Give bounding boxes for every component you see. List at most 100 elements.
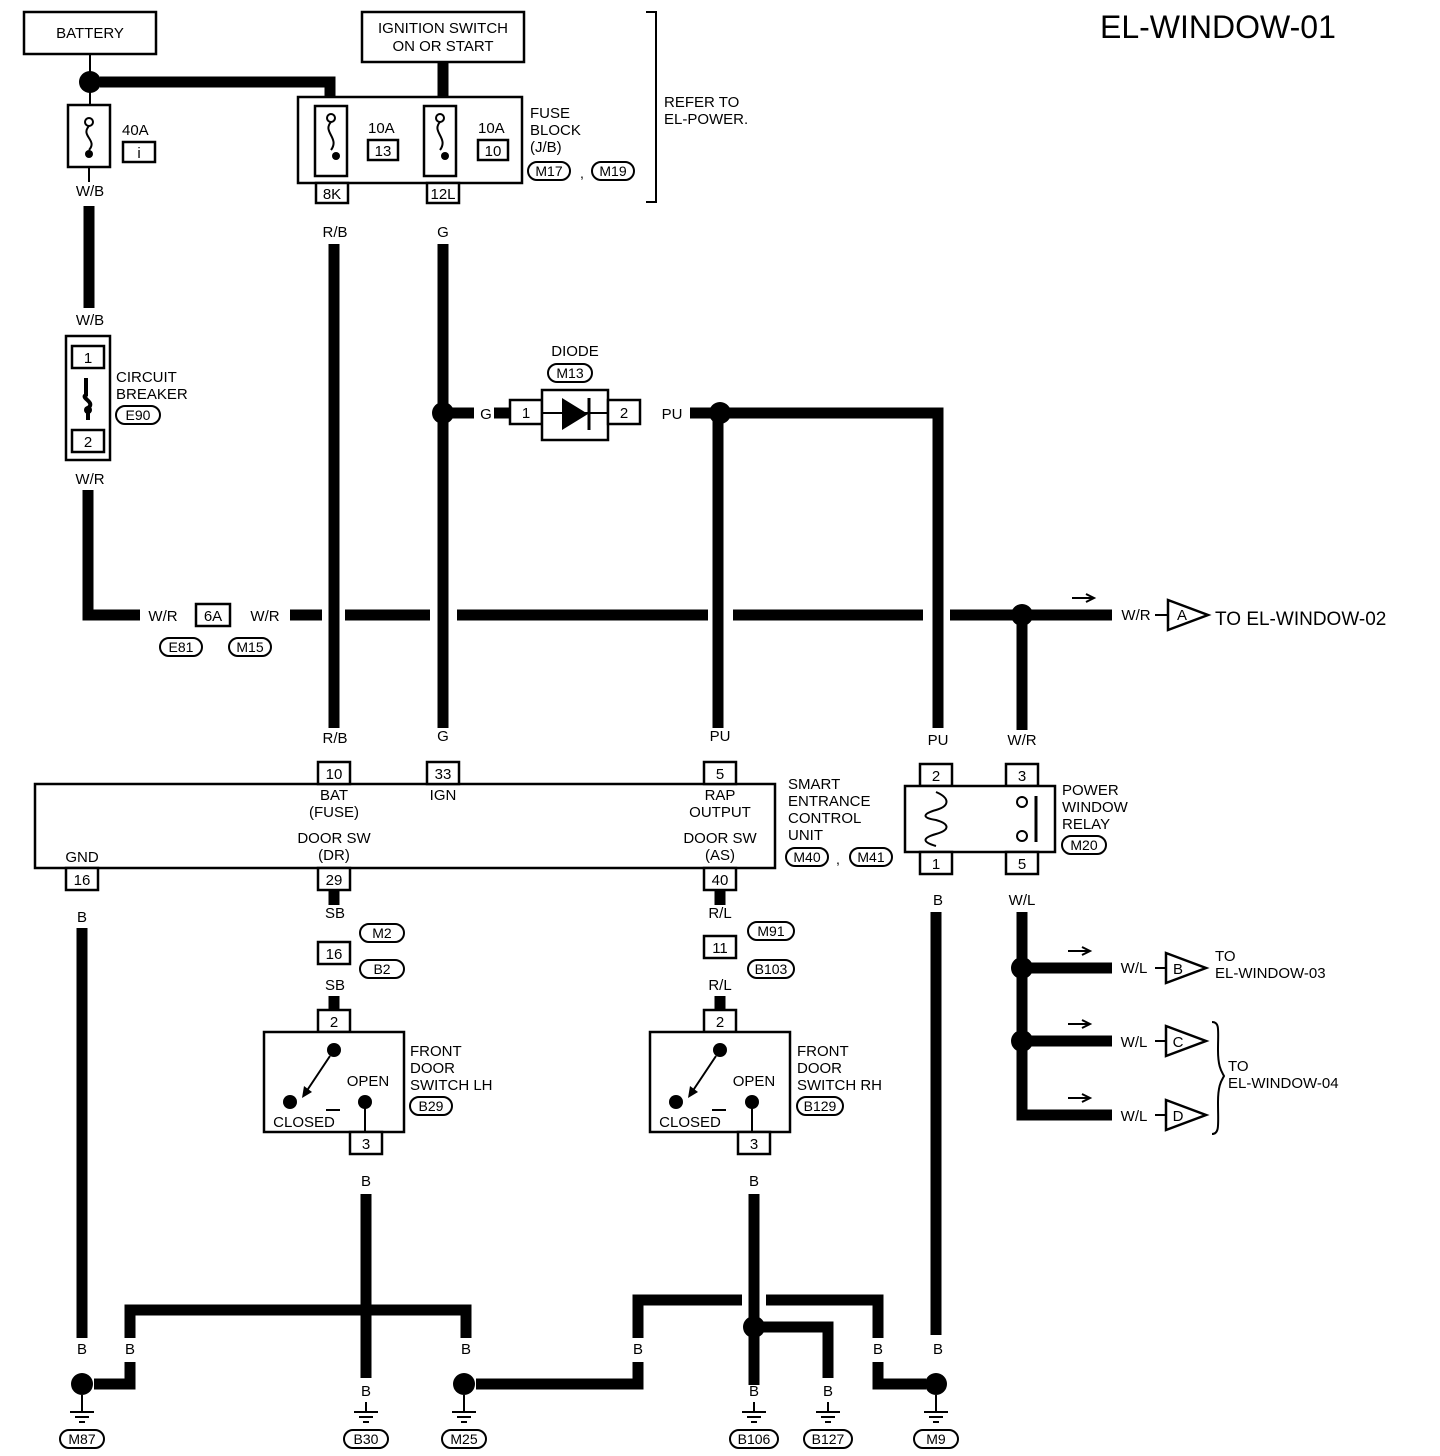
secu-pin-ign: 33 xyxy=(435,766,452,783)
wire-pu-to-relay xyxy=(690,407,944,728)
secu-rap-1: RAP xyxy=(705,787,736,804)
battery-splice xyxy=(79,71,101,93)
connector-d-letter: D xyxy=(1173,1108,1184,1125)
diode-pin1-box xyxy=(508,398,544,426)
ground-icon-m9 xyxy=(924,1395,948,1423)
fuse-13-element xyxy=(327,121,335,151)
wire-label-rl-bottom: R/L xyxy=(708,977,731,994)
secu-pin-gnd-box xyxy=(64,866,100,892)
wire-label-rl-top: R/L xyxy=(708,905,731,922)
fuse-13-id-box xyxy=(366,138,400,162)
wire-label-b-m87: B xyxy=(77,1341,87,1358)
wire-label-wr-relay: W/R xyxy=(1007,732,1036,749)
wire-ground-mid-link xyxy=(632,1294,742,1338)
ignition-box xyxy=(360,10,526,64)
switch-rh-pin2: 2 xyxy=(716,1014,724,1031)
to-window-03-2: EL-WINDOW-03 xyxy=(1215,965,1326,982)
wire-label-b-m87-2: B xyxy=(125,1341,135,1358)
ground-icon-m25 xyxy=(452,1395,476,1423)
wire-label-wl-c: W/L xyxy=(1121,1034,1148,1051)
wire-label-b-relay: B xyxy=(933,892,943,909)
switch-rh-label-2: DOOR xyxy=(797,1060,842,1077)
fuse-10-id-box xyxy=(476,138,510,162)
secu-conn2-oval xyxy=(849,847,893,867)
connector-c-tri xyxy=(1164,1024,1210,1058)
wire-battery-to-fuseblock xyxy=(100,76,336,100)
relay-label-2: WINDOW xyxy=(1062,799,1129,816)
switch-rh-contact-closed xyxy=(669,1095,683,1109)
wire-label-b-m9: B xyxy=(933,1341,943,1358)
secu-gnd: GND xyxy=(65,849,99,866)
switch-lh-pin3: 3 xyxy=(362,1136,370,1153)
relay-contact-bottom xyxy=(1016,830,1028,842)
ground-m25-oval xyxy=(441,1429,487,1449)
connector-b-tri xyxy=(1164,951,1210,985)
secu-pin-ign-box xyxy=(425,760,461,786)
secu-label-4: UNIT xyxy=(788,827,823,844)
wire-label-b-rh: B xyxy=(749,1173,759,1190)
switch-rh-body xyxy=(648,1030,792,1134)
secu-conn2: M41 xyxy=(857,849,884,865)
switch-rh-contact-top xyxy=(713,1043,727,1057)
wire-label-b-right: B xyxy=(873,1341,883,1358)
relay-pin-3: 3 xyxy=(1018,768,1026,785)
ground-b127: B127 xyxy=(812,1431,845,1447)
arrow-d xyxy=(1068,1093,1093,1103)
switch-lh-conn: B29 xyxy=(419,1098,444,1114)
secu-bat-2: (FUSE) xyxy=(309,804,359,821)
switch-rh-pin3: 3 xyxy=(750,1136,758,1153)
conn-rh-c1: M91 xyxy=(757,923,784,939)
connector-c-letter: C xyxy=(1173,1034,1184,1051)
secu-bat-1: BAT xyxy=(320,787,348,804)
wire-ground-m9-link xyxy=(872,1362,926,1390)
cb-pin2: 2 xyxy=(84,434,92,451)
fuse-block-sep: , xyxy=(580,165,584,181)
secu-body xyxy=(33,782,777,870)
relay-conn-oval xyxy=(1061,835,1107,855)
connector-d-tri xyxy=(1164,1098,1210,1132)
battery-label: BATTERY xyxy=(56,25,124,42)
wire-label-sb-bottom: SB xyxy=(325,977,345,994)
wire-label-wb-top: W/B xyxy=(76,183,104,200)
secu-conn1-oval xyxy=(785,847,829,867)
arrow-a xyxy=(1072,593,1097,603)
fuse-block-conn1: M17 xyxy=(535,163,562,179)
fuse-13-id: 13 xyxy=(375,143,392,160)
relay-pin5-box xyxy=(1004,850,1040,876)
fuse-13-body xyxy=(313,104,349,178)
refer-line-2: EL-POWER. xyxy=(664,111,748,128)
conn-lh-c1: M2 xyxy=(372,925,392,941)
switch-rh-closed: CLOSED xyxy=(659,1114,721,1131)
wire-ground-bus-left xyxy=(124,1304,472,1338)
refer-bracket xyxy=(646,11,657,203)
ground-m87: M87 xyxy=(68,1431,95,1447)
switch-rh-label-1: FRONT xyxy=(797,1043,849,1060)
refer-line-1: REFER TO xyxy=(664,94,739,111)
ground-icon-b127 xyxy=(816,1402,840,1423)
cb-label-1: CIRCUIT xyxy=(116,369,177,386)
diagram-title: EL-WINDOW-01 xyxy=(1100,9,1336,45)
fuse-10-id: 10 xyxy=(485,143,502,160)
joint-conn-right-oval xyxy=(228,637,272,657)
switch-rh-conn-oval xyxy=(796,1096,844,1116)
ground-icon-b106 xyxy=(742,1402,766,1423)
relay-pin-5: 5 xyxy=(1018,856,1026,873)
wire-label-pu-relay: PU xyxy=(928,732,949,749)
secu-label-3: CONTROL xyxy=(788,810,861,827)
conn-rh-c1-oval xyxy=(747,921,795,941)
conn-rh-c2-oval xyxy=(747,959,795,979)
diode-pin1: 1 xyxy=(522,405,530,422)
wire-label-b-lh: B xyxy=(361,1173,371,1190)
ground-m9-oval xyxy=(913,1429,959,1449)
fuse-40a-element xyxy=(85,125,93,151)
wire-label-wl-relay: W/L xyxy=(1009,892,1036,909)
cb-pin2-box xyxy=(70,428,106,454)
secu-label-2: ENTRANCE xyxy=(788,793,871,810)
switch-lh-label-2: DOOR xyxy=(410,1060,455,1077)
fuse-13-rating: 10A xyxy=(368,120,395,137)
ignition-line-2: ON OR START xyxy=(392,38,493,55)
fuse-13-terminal-b xyxy=(332,152,340,160)
fuse-40a-id-box xyxy=(121,140,157,164)
switch-lh-lever xyxy=(305,1055,331,1093)
